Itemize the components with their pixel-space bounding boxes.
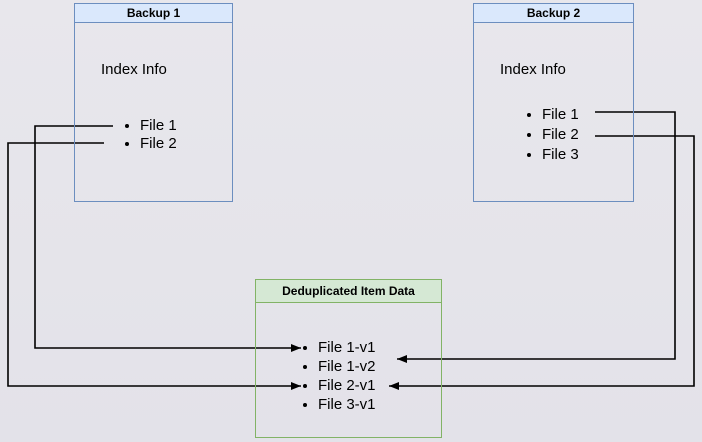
list-item-file2: File 2 [140, 135, 177, 153]
list-item-file1: File 1 [542, 105, 579, 125]
node-backup2-title: Backup 2 [474, 4, 633, 23]
backup2-file-list: File 1 File 2 File 3 [524, 105, 579, 165]
list-item-file3-v1: File 3-v1 [318, 395, 376, 414]
node-backup1-index-info-label: Index Info [101, 61, 167, 78]
dedup-item-list: File 1-v1 File 1-v2 File 2-v1 File 3-v1 [300, 338, 376, 414]
list-item-file1-v1: File 1-v1 [318, 338, 376, 357]
list-item-file1-v2: File 1-v2 [318, 357, 376, 376]
list-item-file1: File 1 [140, 117, 177, 135]
node-backup2: Backup 2 Index Info File 1 File 2 File 3 [473, 3, 634, 202]
node-backup2-index-info-label: Index Info [500, 61, 566, 78]
backup1-file-list: File 1 File 2 [122, 117, 177, 153]
node-dedup-title: Deduplicated Item Data [256, 280, 441, 303]
list-item-file2: File 2 [542, 125, 579, 145]
node-backup1-title: Backup 1 [75, 4, 232, 23]
node-deduplicated-item-data: Deduplicated Item Data File 1-v1 File 1-… [255, 279, 442, 438]
list-item-file3: File 3 [542, 145, 579, 165]
list-item-file2-v1: File 2-v1 [318, 376, 376, 395]
node-backup1: Backup 1 Index Info File 1 File 2 [74, 3, 233, 202]
